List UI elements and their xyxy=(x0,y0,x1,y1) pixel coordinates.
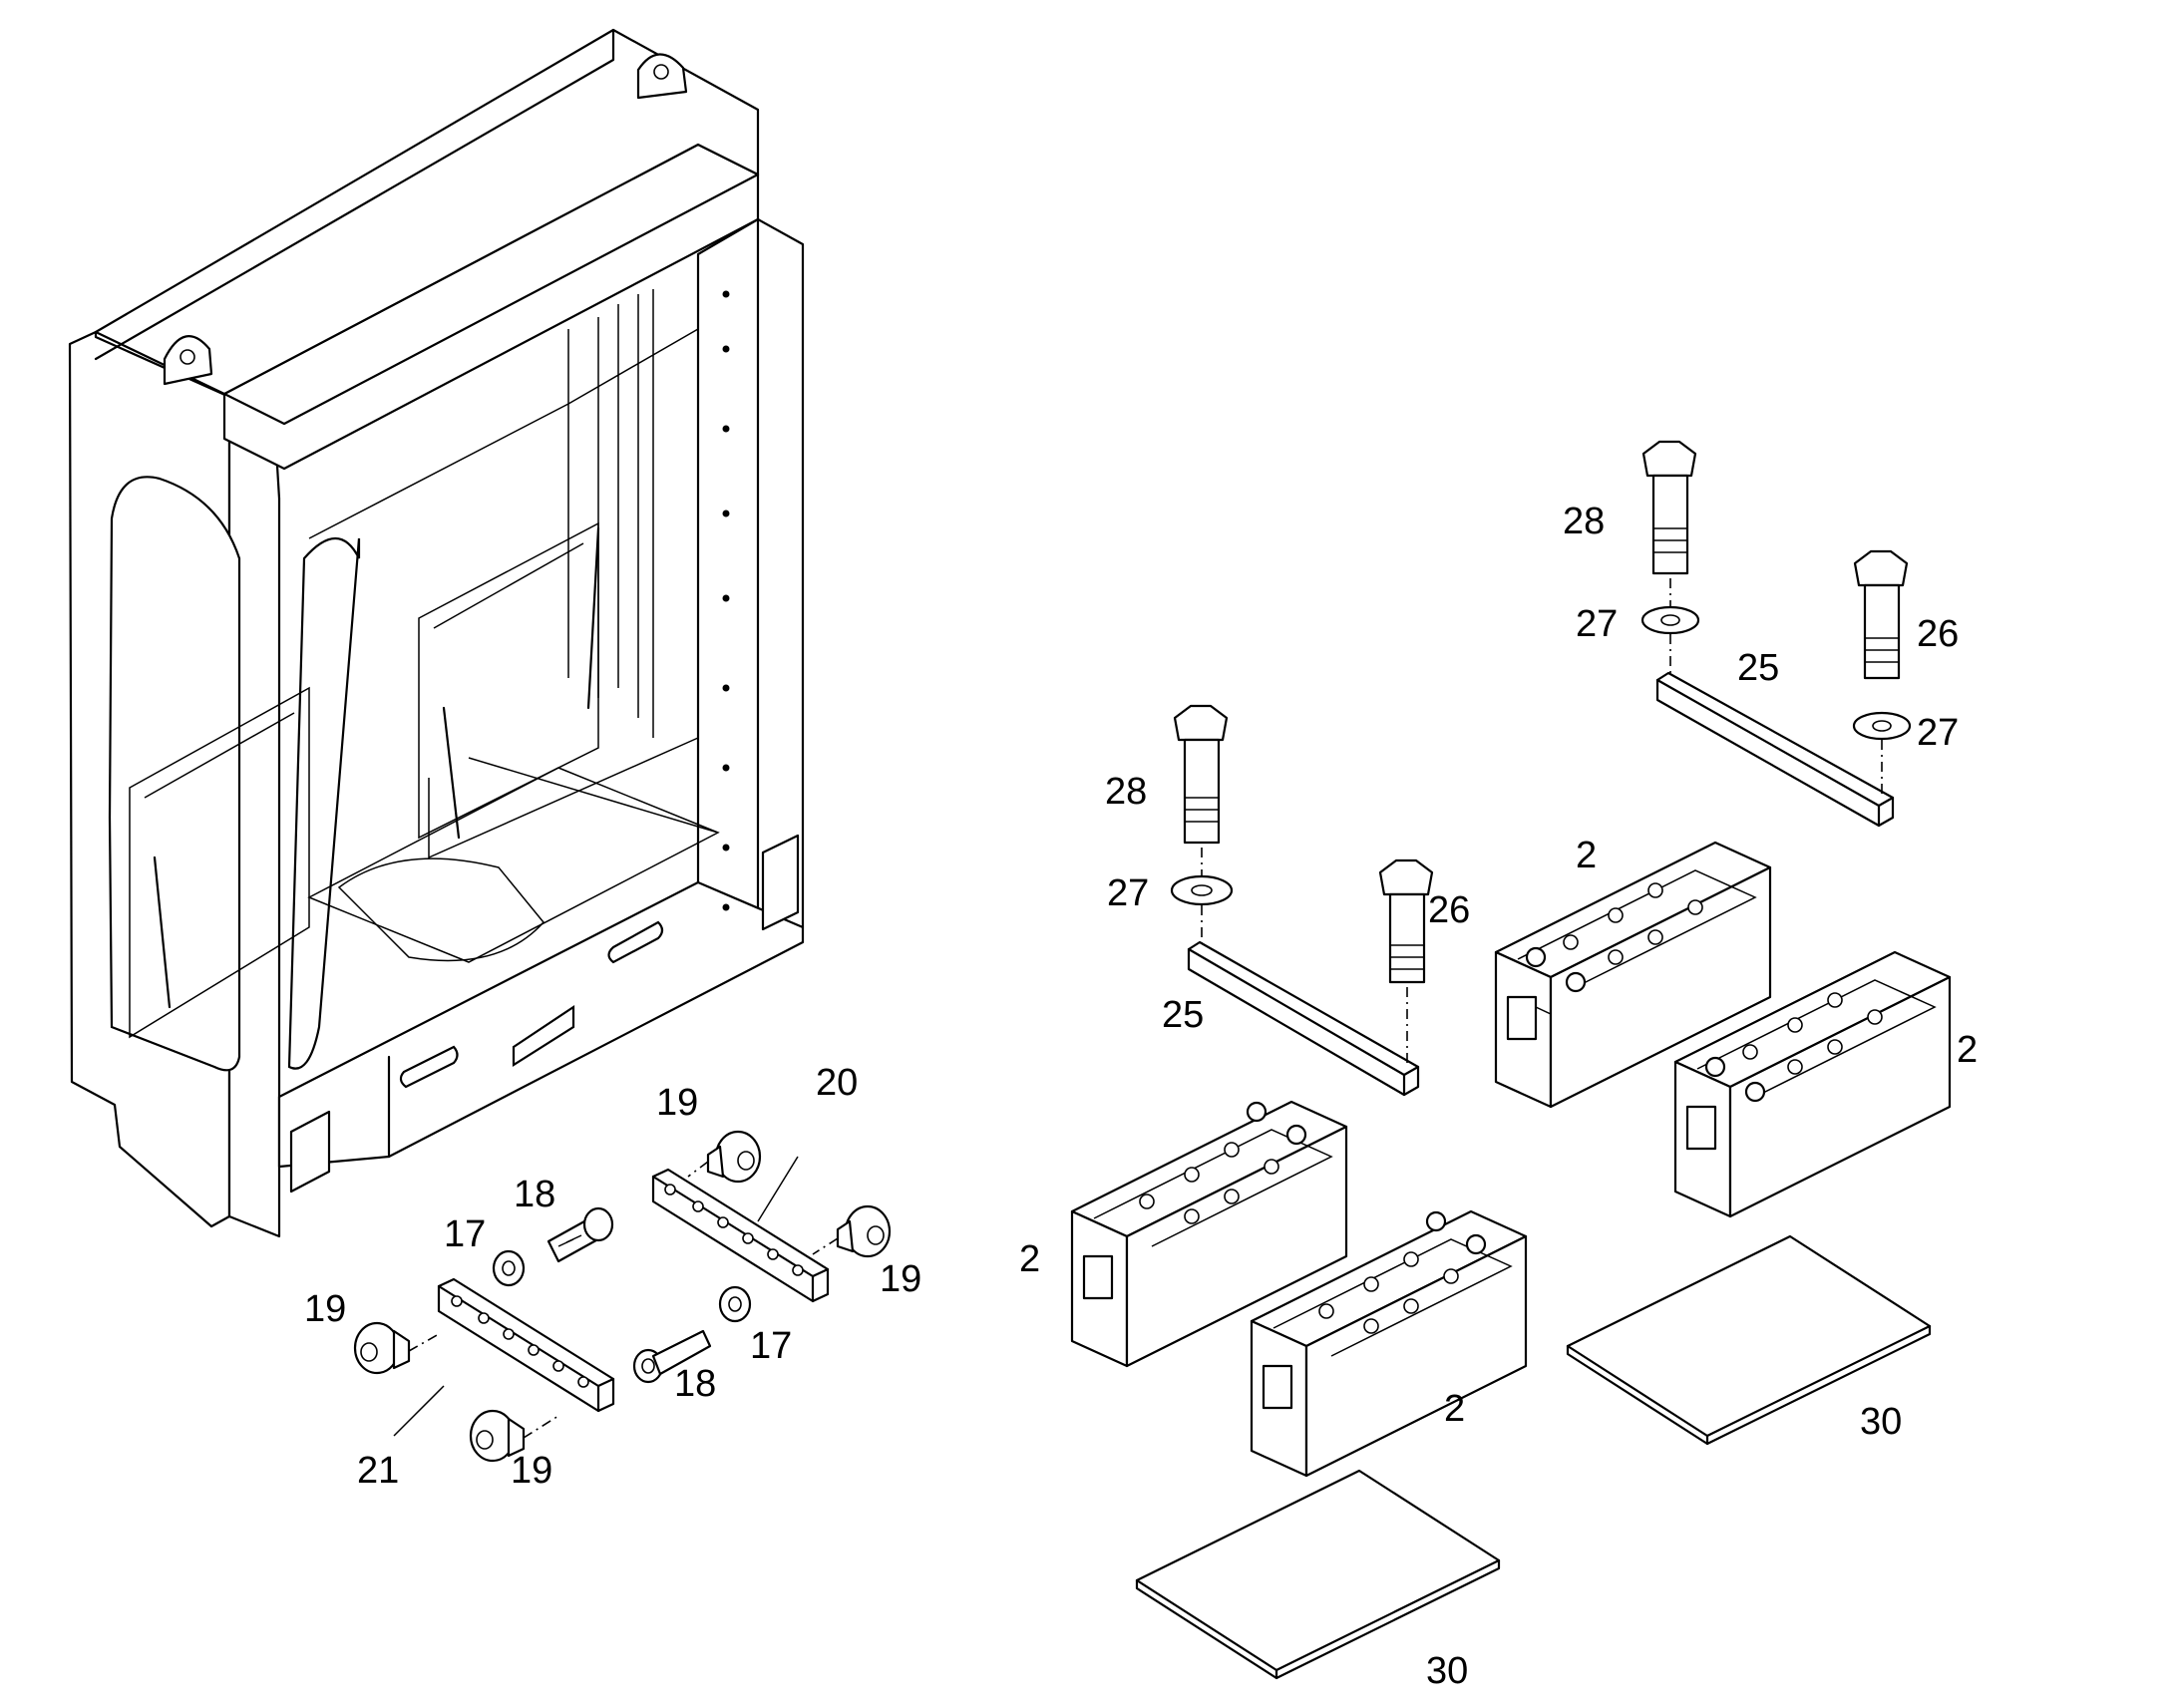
rubber-mount-19-a xyxy=(353,1321,411,1375)
label-clamp-bar-25-b: 25 xyxy=(1737,647,1779,689)
battery-2 xyxy=(1673,950,1952,1218)
mounting-strip-20 xyxy=(651,1168,830,1303)
label-bolt-26-b: 26 xyxy=(1917,613,1959,655)
label-mount-19-a: 19 xyxy=(304,1288,346,1330)
battery-3 xyxy=(1070,1100,1348,1368)
washer-27-a xyxy=(1170,874,1234,906)
bolt-26-a xyxy=(1378,858,1434,984)
label-battery-2: 2 xyxy=(1957,1029,1978,1071)
screw-18-a xyxy=(546,1206,614,1263)
washer-17-b xyxy=(718,1285,752,1323)
label-strip-20: 20 xyxy=(816,1062,858,1104)
label-battery-4: 2 xyxy=(1444,1388,1465,1430)
label-battery-3: 2 xyxy=(1019,1238,1040,1280)
label-screw-18-a: 18 xyxy=(514,1174,555,1215)
battery-box-frame xyxy=(68,28,805,1238)
screw-18-b xyxy=(632,1329,712,1384)
rubber-mount-19-c xyxy=(706,1130,762,1184)
washer-17-a xyxy=(492,1249,526,1287)
mounting-strip-21 xyxy=(437,1277,615,1413)
label-washer-27-a: 27 xyxy=(1107,872,1149,914)
label-strip-21: 21 xyxy=(357,1450,399,1492)
clamp-bar-25-a xyxy=(1187,940,1420,1097)
battery-4 xyxy=(1250,1209,1528,1478)
label-mount-19-d: 19 xyxy=(880,1258,921,1300)
label-washer-17-b: 17 xyxy=(750,1325,792,1367)
bolt-28-b xyxy=(1641,440,1697,575)
callout-labels: 2 2 2 2 17 17 18 18 19 19 19 19 20 21 25… xyxy=(304,501,1978,1692)
bolt-28-a xyxy=(1173,704,1229,845)
clamp-bar-25-b xyxy=(1655,671,1895,828)
mat-30-a xyxy=(1566,1234,1932,1446)
label-mount-19-c: 19 xyxy=(656,1082,698,1124)
rubber-mount-19-b xyxy=(469,1409,526,1463)
label-bolt-28-a: 28 xyxy=(1105,771,1147,813)
washer-27-b xyxy=(1640,605,1700,635)
label-clamp-bar-25-a: 25 xyxy=(1162,994,1204,1036)
label-mount-19-b: 19 xyxy=(511,1450,552,1492)
washer-27-c xyxy=(1852,711,1912,741)
mat-30-b xyxy=(1135,1469,1501,1680)
label-washer-17-a: 17 xyxy=(444,1213,486,1255)
label-mat-30-a: 30 xyxy=(1860,1401,1902,1443)
label-mat-30-b: 30 xyxy=(1426,1650,1468,1692)
label-washer-27-c: 27 xyxy=(1917,712,1959,754)
label-battery-1: 2 xyxy=(1576,835,1597,876)
bolt-26-b xyxy=(1853,549,1909,680)
label-bolt-28-b: 28 xyxy=(1563,501,1605,542)
label-screw-18-b: 18 xyxy=(674,1363,716,1405)
label-washer-27-b: 27 xyxy=(1576,603,1618,645)
rubber-mount-19-d xyxy=(836,1204,892,1258)
label-bolt-26-a: 26 xyxy=(1428,889,1470,931)
battery-1 xyxy=(1494,841,1772,1109)
